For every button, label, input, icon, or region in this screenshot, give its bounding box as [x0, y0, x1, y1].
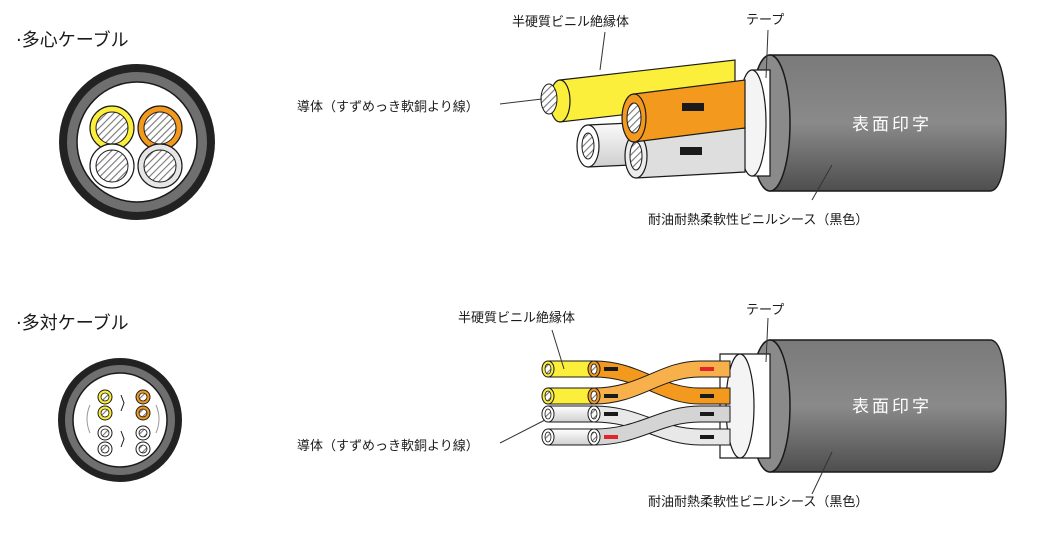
core-yellow: [89, 105, 135, 151]
twisted-pair-white: [587, 405, 731, 446]
multi-core-cross-section: [59, 64, 215, 220]
multi-core-section: ·多心ケーブル: [16, 13, 1007, 228]
core-white: [89, 143, 135, 189]
label-tape: テープ: [746, 13, 784, 28]
multi-pair-side-view: 表面印字: [541, 339, 1007, 473]
leader-tape: [765, 317, 769, 363]
label-insulation: 半硬質ビニル絶縁体: [512, 14, 629, 30]
label-sheath: 耐油耐熱柔軟性ビニルシース（黒色）: [648, 212, 868, 228]
sheath-body: [769, 54, 1007, 192]
multi-pair-cross-section: [58, 358, 182, 482]
multi-core-side-view: 表面印字: [540, 54, 1007, 192]
leader-conductor: [499, 419, 546, 444]
pair-cores: [86, 389, 160, 457]
leader-sheath: [811, 451, 833, 495]
sheath-body: [769, 339, 1007, 473]
leader-sheath: [811, 164, 833, 201]
core-gray-side: [624, 127, 746, 179]
label-conductor: 導体（すずめっき軟銅より線）: [297, 99, 479, 115]
core-orange-side: [621, 79, 746, 143]
leader-insulation: [551, 329, 565, 370]
label-insulation: 半硬質ビニル絶縁体: [458, 310, 575, 326]
core-gray: [137, 143, 183, 189]
surface-print: 表面印字: [852, 397, 932, 417]
label-sheath: 耐油耐熱柔軟性ビニルシース（黒色）: [648, 494, 868, 510]
core-marker: [680, 147, 702, 155]
leader-conductor: [499, 98, 543, 105]
core-orange: [137, 105, 183, 151]
surface-print: 表面印字: [852, 115, 932, 135]
label-conductor: 導体（すずめっき軟銅より線）: [297, 438, 479, 454]
pair-wire-stubs: [541, 360, 595, 446]
multi-pair-section: ·多対ケーブル: [16, 303, 1007, 510]
core-marker: [682, 103, 704, 111]
leader-insulation: [599, 31, 606, 71]
label-tape: テープ: [746, 303, 784, 318]
multi-core-title: ·多心ケーブル: [16, 29, 129, 51]
leader-tape: [765, 29, 769, 79]
twisted-pair-orange: [587, 360, 731, 405]
multi-pair-title: ·多対ケーブル: [16, 312, 129, 334]
